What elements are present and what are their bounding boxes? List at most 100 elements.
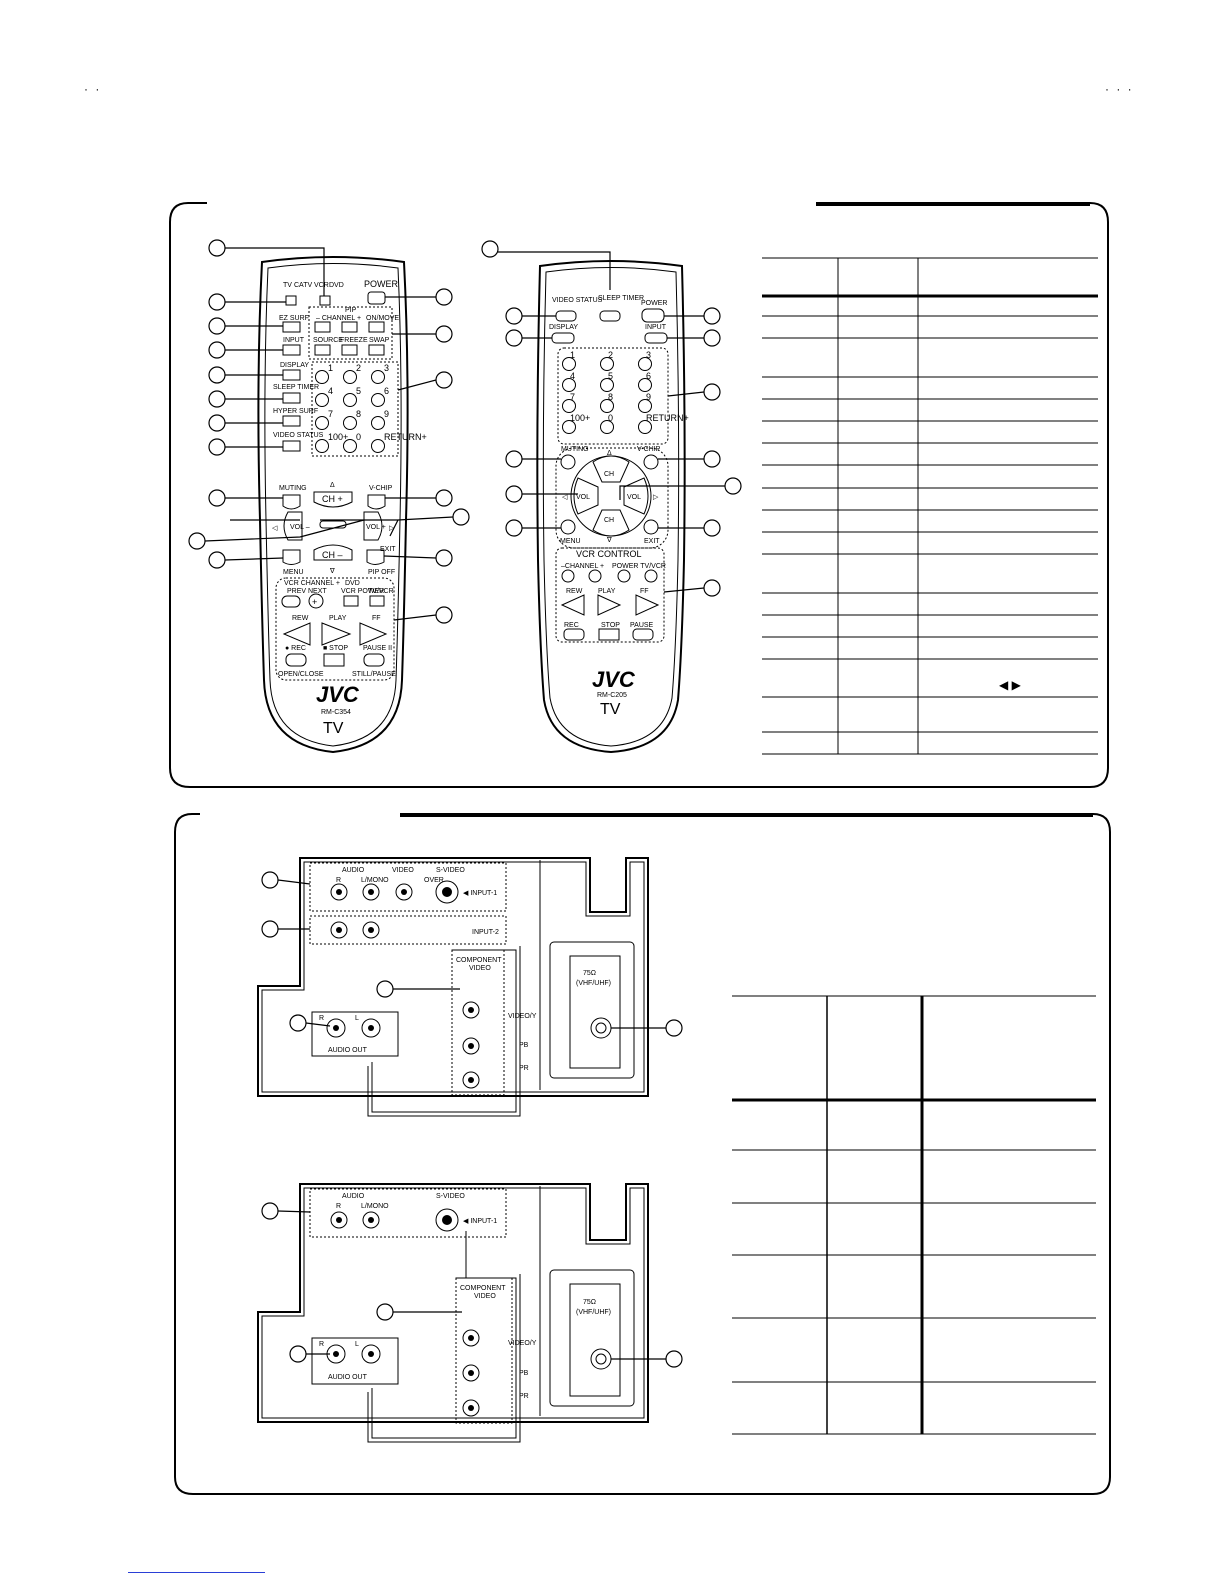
digit-button[interactable] [638, 357, 652, 371]
digit-label: 100+ [328, 432, 348, 442]
digit-button[interactable] [562, 399, 576, 413]
rec-button[interactable] [563, 628, 585, 641]
vcr-channel-minus-button[interactable] [561, 569, 575, 583]
pip-freeze-button[interactable] [341, 344, 358, 356]
antenna-jack[interactable] [590, 1017, 612, 1039]
muting-button[interactable] [560, 454, 576, 470]
center-button[interactable] [319, 520, 347, 529]
play-button[interactable] [321, 622, 352, 646]
vcr-control-frame [555, 547, 665, 643]
vcr-channel-label: VCR CHANNEL + [284, 580, 340, 587]
input-label: INPUT [645, 324, 667, 331]
digit-button[interactable] [562, 378, 576, 392]
digit-button[interactable] [371, 393, 385, 407]
pip-channel-minus-button[interactable] [314, 321, 331, 333]
vcr-power-button[interactable] [617, 569, 631, 583]
digit-button[interactable] [371, 416, 385, 430]
digit-button[interactable] [371, 439, 385, 453]
digit-button[interactable] [315, 393, 329, 407]
digit-button[interactable] [638, 420, 652, 434]
digit-label: 9 [646, 392, 651, 402]
rear-panel-section-frame [174, 813, 1111, 1495]
pip-off-button[interactable] [366, 549, 385, 565]
digit-button[interactable] [562, 420, 576, 434]
digit-button[interactable] [600, 357, 614, 371]
up-arrow-icon: Δ [330, 482, 335, 489]
ch-down-button[interactable] [592, 509, 630, 537]
ch-plus-button[interactable] [313, 491, 353, 508]
digit-label: 3 [384, 363, 389, 373]
ch-up-button[interactable] [592, 455, 630, 483]
vol-minus-button[interactable] [283, 511, 303, 541]
digit-label: 5 [608, 371, 613, 381]
digit-button[interactable] [600, 420, 614, 434]
digit-button[interactable] [315, 439, 329, 453]
vcr-channel-plus-button[interactable] [588, 569, 602, 583]
digit-button[interactable] [638, 378, 652, 392]
tv-vcr-button[interactable] [369, 595, 385, 607]
digit-button[interactable] [638, 399, 652, 413]
vcr-channel-plus-button[interactable] [308, 593, 324, 609]
rew-button[interactable] [560, 594, 585, 616]
mode-switch-tv[interactable] [285, 295, 297, 306]
antenna-jack[interactable] [590, 1348, 612, 1370]
stop-button[interactable] [323, 653, 345, 667]
exit-button[interactable] [643, 519, 659, 535]
vol-up-button[interactable] [623, 477, 649, 515]
power-button[interactable] [641, 308, 665, 323]
digit-label: 2 [608, 350, 613, 360]
menu-button[interactable] [560, 519, 576, 535]
vchip-button[interactable] [367, 494, 386, 510]
video-status-button[interactable] [555, 310, 577, 322]
digit-button[interactable] [315, 370, 329, 384]
digit-button[interactable] [315, 416, 329, 430]
digit-button[interactable] [343, 439, 357, 453]
tv-vcr-button[interactable] [644, 569, 658, 583]
pause-button[interactable] [632, 628, 654, 641]
digit-button[interactable] [343, 370, 357, 384]
ez-surf-button[interactable] [282, 321, 301, 333]
mode-switch-vcr[interactable] [319, 295, 331, 306]
display-button[interactable] [282, 369, 301, 381]
rec-button[interactable] [285, 653, 307, 667]
plus-icon: + [312, 597, 317, 607]
digit-button[interactable] [371, 370, 385, 384]
vcr-channel-minus-button[interactable] [281, 595, 301, 608]
hyper-surf-button[interactable] [282, 415, 301, 427]
menu-button[interactable] [282, 549, 301, 565]
pip-swap-button[interactable] [368, 344, 385, 356]
video-status-button[interactable] [282, 440, 301, 452]
ff-button[interactable] [635, 594, 660, 616]
stop-button[interactable] [598, 628, 620, 641]
pause-button[interactable] [363, 653, 385, 667]
digit-button[interactable] [600, 399, 614, 413]
vol-down-button[interactable] [573, 477, 599, 515]
ch-minus-button[interactable] [313, 544, 353, 561]
input-button[interactable] [644, 332, 668, 344]
power-button[interactable] [367, 291, 386, 305]
vcr-power-button[interactable] [343, 595, 359, 607]
sleep-timer-button[interactable] [282, 392, 301, 404]
vol-plus-button[interactable] [363, 511, 383, 541]
pip-source-button[interactable] [314, 344, 331, 356]
muting-label: MUTING [561, 446, 589, 453]
power-label: POWER [641, 300, 667, 307]
ch-minus-label: CH – [322, 550, 343, 560]
pip-channel-plus-button[interactable] [341, 321, 358, 333]
digit-button[interactable] [343, 416, 357, 430]
model-label: RM-C205 [597, 692, 627, 699]
vchip-button[interactable] [643, 454, 659, 470]
sleep-timer-button[interactable] [599, 310, 621, 322]
play-button[interactable] [597, 594, 622, 616]
display-button[interactable] [551, 332, 575, 344]
input-button[interactable] [282, 344, 301, 356]
digit-button[interactable] [600, 378, 614, 392]
rew-button[interactable] [282, 622, 311, 646]
ff-button[interactable] [359, 622, 388, 646]
stop-label: ■ STOP [323, 645, 348, 652]
muting-button[interactable] [282, 494, 301, 510]
digit-button[interactable] [343, 393, 357, 407]
digit-button[interactable] [562, 357, 576, 371]
pip-onmove-button[interactable] [368, 321, 385, 333]
